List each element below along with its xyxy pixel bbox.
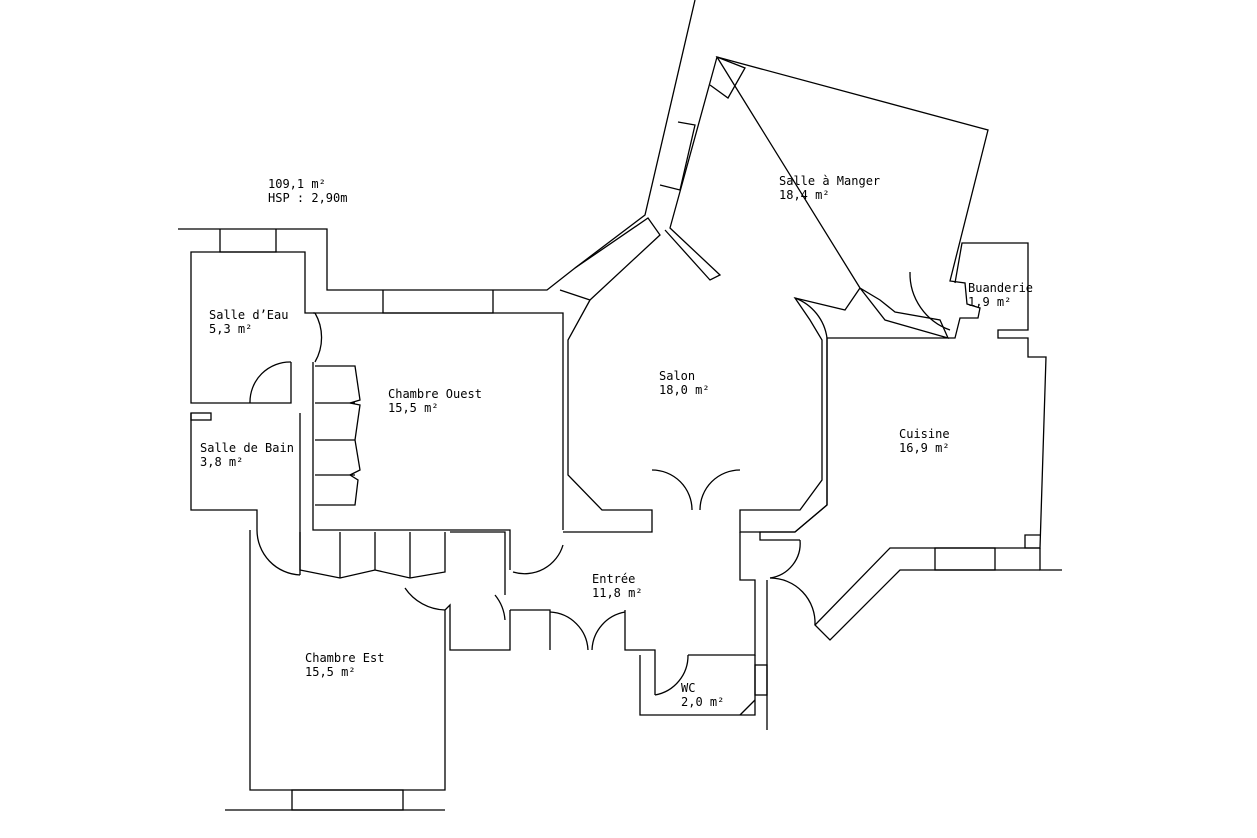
room-area: 15,5 m² — [305, 665, 356, 679]
room-name: WC — [681, 681, 695, 695]
room-name: Chambre Ouest — [388, 387, 482, 401]
room-name: Entrée — [592, 572, 635, 586]
summary: 109,1 m² HSP : 2,90m — [268, 177, 347, 205]
room-labels: Salle à Manger 18,4 m² Buanderie 1,9 m² … — [200, 174, 1033, 709]
room-area: 18,0 m² — [659, 383, 710, 397]
room-area: 2,0 m² — [681, 695, 724, 709]
room-name: Buanderie — [968, 281, 1033, 295]
room-area: 15,5 m² — [388, 401, 439, 415]
walls — [178, 0, 1062, 811]
room-name: Salon — [659, 369, 695, 383]
room-name: Salle de Bain — [200, 441, 294, 455]
room-area: 5,3 m² — [209, 322, 252, 336]
total-area: 109,1 m² — [268, 177, 326, 191]
room-name: Chambre Est — [305, 651, 384, 665]
room-name: Salle à Manger — [779, 174, 880, 188]
room-name: Salle d’Eau — [209, 308, 288, 322]
room-area: 18,4 m² — [779, 188, 830, 202]
room-area: 11,8 m² — [592, 586, 643, 600]
room-area: 1,9 m² — [968, 295, 1011, 309]
room-name: Cuisine — [899, 427, 950, 441]
room-area: 16,9 m² — [899, 441, 950, 455]
ceiling-height: HSP : 2,90m — [268, 191, 347, 205]
doors — [249, 271, 951, 696]
room-area: 3,8 m² — [200, 455, 243, 469]
